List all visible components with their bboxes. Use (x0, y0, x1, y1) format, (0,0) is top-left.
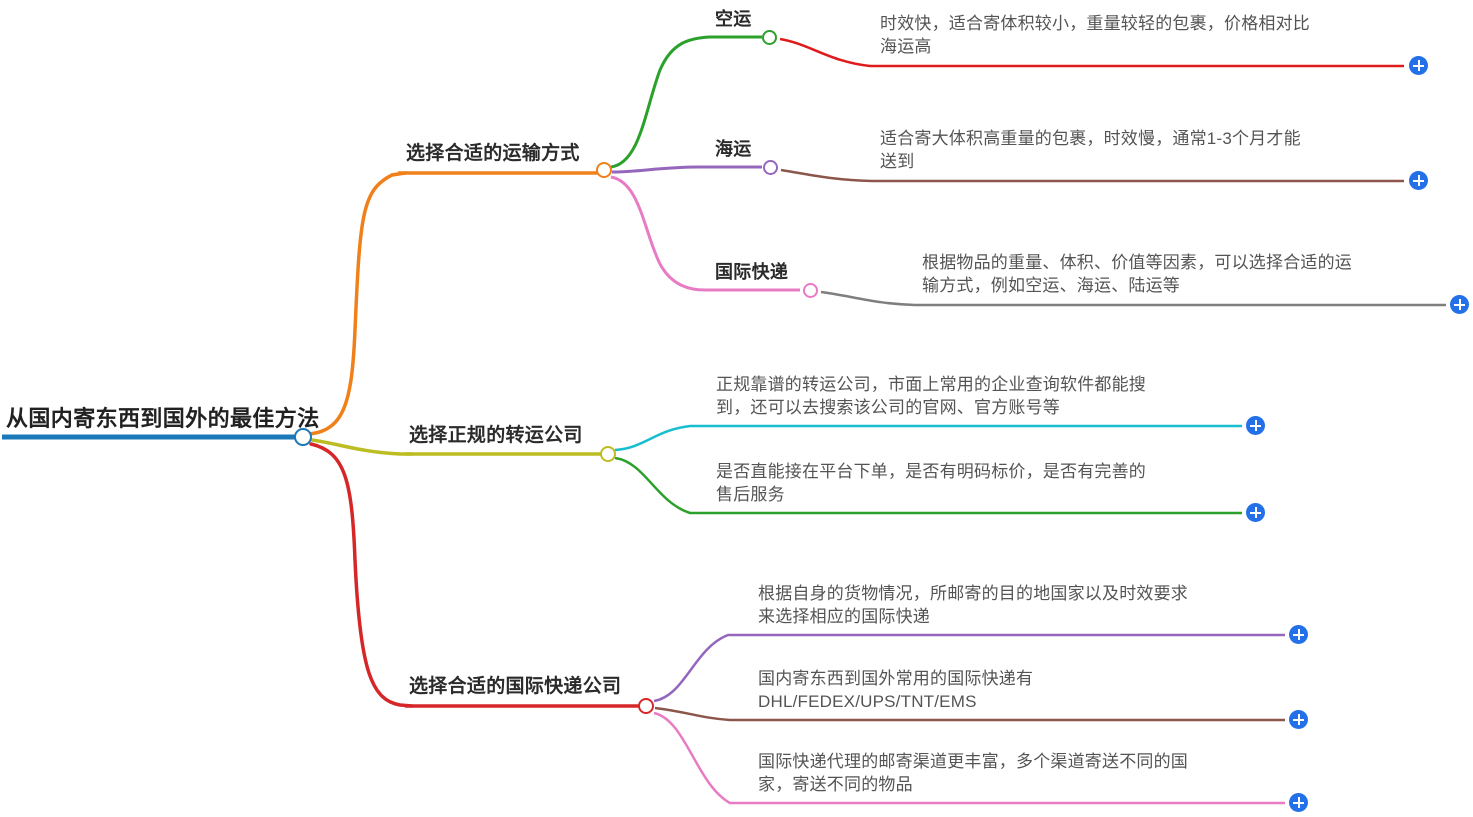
sub-node-sea-freight-connector[interactable] (763, 160, 778, 175)
leaf-node-forwarder-detail-1-text: 正规靠谱的转运公司，市面上常用的企业查询软件都能搜 到，还可以去搜索该公司的官网… (716, 375, 1146, 418)
branch-node-transport[interactable]: 选择合适的运输方式 (403, 138, 603, 172)
leaf-node-courier-detail-1-text: 根据自身的货物情况，所邮寄的目的地国家以及时效要求 来选择相应的国际快递 (758, 584, 1188, 627)
sub-node-intl-express-connector[interactable] (803, 283, 818, 298)
leaf-node-courier-detail-2-text: 国内寄东西到国外常用的国际快递有 DHL/FEDEX/UPS/TNT/EMS (758, 669, 1034, 712)
leaf-node-sea-freight-detail[interactable]: 适合寄大体积高重量的包裹，时效慢，通常1-3个月才能 送到 (878, 125, 1398, 181)
edge-branch2-to-detail1 (614, 424, 1242, 452)
sub-node-air-freight-label: 空运 (715, 9, 752, 29)
branch-node-forwarder[interactable]: 选择正规的转运公司 (406, 420, 606, 454)
sub-node-sea-freight[interactable]: 海运 (712, 134, 772, 166)
leaf-node-forwarder-detail-2-text: 是否直能接在平台下单，是否有明码标价，是否有完善的 售后服务 (716, 462, 1146, 505)
branch-node-courier-company-label: 选择合适的国际快递公司 (409, 676, 622, 697)
leaf-node-courier-detail-3-text: 国际快递代理的邮寄渠道更丰富，多个渠道寄送不同的国 家，寄送不同的物品 (758, 752, 1188, 795)
expand-button-courier-2[interactable] (1289, 710, 1308, 729)
edge-root-to-branch2 (310, 438, 414, 456)
expand-button-forwarder-2[interactable] (1246, 503, 1265, 522)
sub-node-air-freight[interactable]: 空运 (712, 4, 772, 36)
branch-forwarder-connector[interactable] (600, 446, 616, 462)
sub-node-air-freight-connector[interactable] (762, 30, 777, 45)
leaf-node-intl-express-detail-text: 根据物品的重量、体积、价值等因素，可以选择合适的运 输方式，例如空运、海运、陆运… (922, 253, 1352, 296)
branch-transport-connector[interactable] (596, 162, 612, 178)
root-node[interactable]: 从国内寄东西到国外的最佳方法 (0, 400, 319, 440)
branch-node-forwarder-label: 选择正规的转运公司 (409, 425, 583, 446)
expand-button-sea-freight[interactable] (1409, 171, 1428, 190)
edge-branch1-to-express (610, 175, 716, 292)
expand-button-courier-1[interactable] (1289, 625, 1308, 644)
root-node-label: 从国内寄东西到国外的最佳方法 (6, 406, 320, 431)
leaf-node-forwarder-detail-2[interactable]: 是否直能接在平台下单，是否有明码标价，是否有完善的 售后服务 (714, 458, 1244, 514)
leaf-node-sea-freight-detail-text: 适合寄大体积高重量的包裹，时效慢，通常1-3个月才能 送到 (880, 129, 1301, 172)
branch-node-transport-label: 选择合适的运输方式 (406, 143, 580, 164)
edge-root-to-branch1 (308, 171, 407, 436)
branch-node-courier-company[interactable]: 选择合适的国际快递公司 (406, 671, 646, 705)
sub-node-sea-freight-label: 海运 (715, 139, 752, 159)
leaf-node-air-freight-detail[interactable]: 时效快，适合寄体积较小，重量较轻的包裹，价格相对比 海运高 (878, 10, 1398, 66)
edge-branch1-to-sea (611, 165, 715, 174)
expand-button-forwarder-1[interactable] (1246, 416, 1265, 435)
expand-button-intl-express[interactable] (1450, 295, 1469, 314)
leaf-node-intl-express-detail[interactable]: 根据物品的重量、体积、价值等因素，可以选择合适的运 输方式，例如空运、海运、陆运… (920, 249, 1440, 305)
edge-root-to-branch3 (309, 442, 414, 708)
leaf-node-air-freight-detail-text: 时效快，适合寄体积较小，重量较轻的包裹，价格相对比 海运高 (880, 14, 1310, 57)
leaf-node-forwarder-detail-1[interactable]: 正规靠谱的转运公司，市面上常用的企业查询软件都能搜 到，还可以去搜索该公司的官网… (714, 371, 1244, 427)
expand-button-courier-3[interactable] (1289, 793, 1308, 812)
leaf-node-courier-detail-2[interactable]: 国内寄东西到国外常用的国际快递有 DHL/FEDEX/UPS/TNT/EMS (756, 665, 1286, 721)
expand-button-air-freight[interactable] (1409, 56, 1428, 75)
sub-node-intl-express-label: 国际快递 (715, 262, 789, 282)
branch-courier-company-connector[interactable] (638, 698, 654, 714)
sub-node-intl-express[interactable]: 国际快递 (712, 257, 807, 289)
root-node-connector[interactable] (294, 428, 312, 446)
leaf-node-courier-detail-1[interactable]: 根据自身的货物情况，所邮寄的目的地国家以及时效要求 来选择相应的国际快递 (756, 580, 1286, 636)
leaf-node-courier-detail-3[interactable]: 国际快递代理的邮寄渠道更丰富，多个渠道寄送不同的国 家，寄送不同的物品 (756, 748, 1286, 804)
edge-branch1-to-air (610, 35, 720, 169)
